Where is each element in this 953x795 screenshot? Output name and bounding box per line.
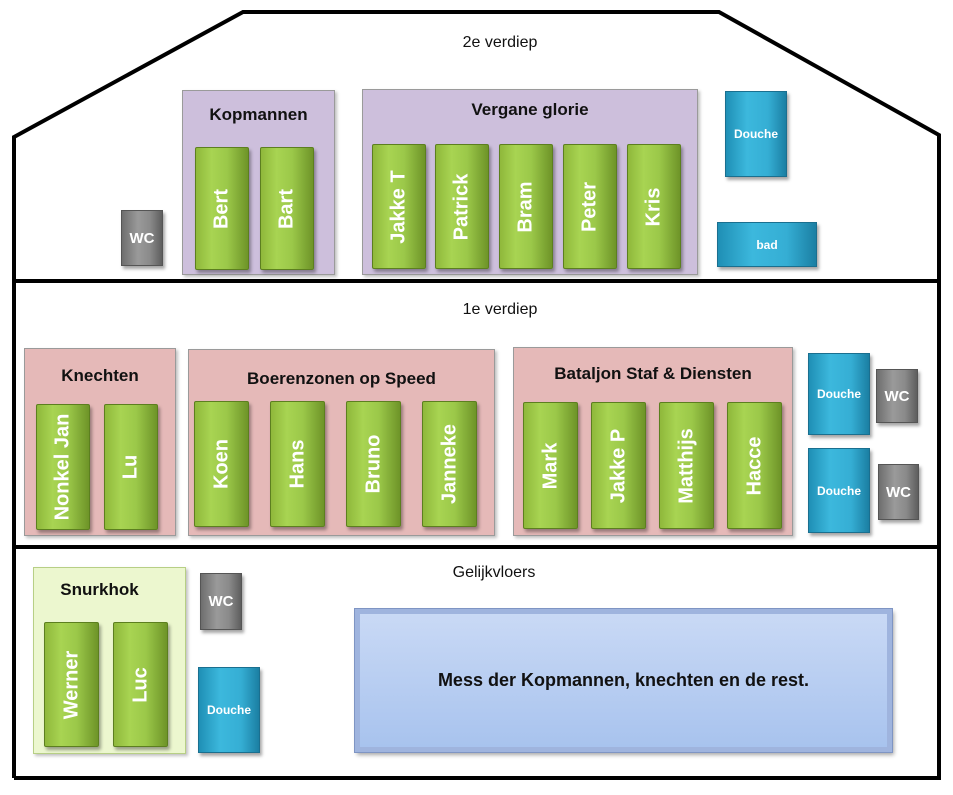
bed-label: Matthijs [675,427,697,504]
bed: Hans [270,401,325,527]
douche-top-floor: Douche [725,91,787,177]
bed: Bert [195,147,249,270]
room-knechten: Knechten Nonkel Jan Lu [24,348,176,536]
bed-label: Koen [210,439,232,489]
bed: Bram [499,144,553,269]
bed: Werner [44,622,99,747]
wc-middle-floor-1: WC [876,369,918,423]
room-title: Snurkhok [60,580,139,599]
bed-label: Hacce [743,436,765,495]
bed-label: Jakke T [387,169,410,244]
room-title: Bataljon Staf & Diensten [554,364,752,383]
bed: Janneke [422,401,477,527]
bed: Bart [260,147,314,270]
bed-label: Luc [129,666,151,703]
bed-label: Kris [642,187,665,226]
bed: Kris [627,144,681,269]
room-snurkhok: Snurkhok Werner Luc [33,567,186,754]
bed: Koen [194,401,249,527]
room-title: Vergane glorie [471,100,589,119]
bed-label: Bart [275,188,298,229]
mess-hall: Mess der Kopmannen, knechten en de rest. [354,608,893,753]
room-bataljon-staf-diensten: Bataljon Staf & Diensten Mark Jakke P Ma… [513,347,793,536]
floor-label-1e-verdiep: 1e verdiep [462,301,538,318]
bed-label: Janneke [438,423,460,505]
bed: Hacce [727,402,782,529]
bed: Jakke T [372,144,426,269]
bed: Jakke P [591,402,646,529]
room-boerenzonen-op-speed: Boerenzonen op Speed Koen Hans Bruno Jan… [188,349,495,536]
bed-label: Jakke P [607,428,629,503]
bed-label: Bruno [362,434,384,494]
bed: Peter [563,144,617,269]
room-title: Kopmannen [209,105,308,124]
room-kopmannen: Kopmannen Bert Bart [182,90,335,275]
bed-label: Nonkel Jan [51,413,74,521]
bed-label: Lu [119,454,142,480]
bed-label: Patrick [450,173,473,240]
bed-label: Peter [578,181,601,232]
bed-label: Bert [210,188,233,229]
douche-middle-floor-2: Douche [808,448,870,533]
bed-label: Mark [539,442,561,489]
bed: Bruno [346,401,401,527]
bed-label: Werner [60,650,82,719]
bed: Lu [104,404,158,530]
room-title: Knechten [61,366,139,385]
bed-label: Hans [286,439,308,489]
floor-label-2e-verdiep: 2e verdiep [462,34,538,51]
wc-top-floor: WC [121,210,163,266]
wc-ground-floor: WC [200,573,242,630]
room-title: Boerenzonen op Speed [247,369,436,388]
douche-middle-floor-1: Douche [808,353,870,435]
douche-ground-floor: Douche [198,667,260,753]
bed: Matthijs [659,402,714,529]
bad-top-floor: bad [717,222,817,267]
wc-middle-floor-2: WC [878,464,919,520]
bed-label: Bram [514,180,537,233]
room-vergane-glorie: Vergane glorie Jakke T Patrick Bram Pete… [362,89,698,275]
bed: Luc [113,622,168,747]
bed: Nonkel Jan [36,404,90,530]
bed: Mark [523,402,578,529]
bed: Patrick [435,144,489,269]
floor-label-gelijkvloers: Gelijkvloers [452,564,536,581]
